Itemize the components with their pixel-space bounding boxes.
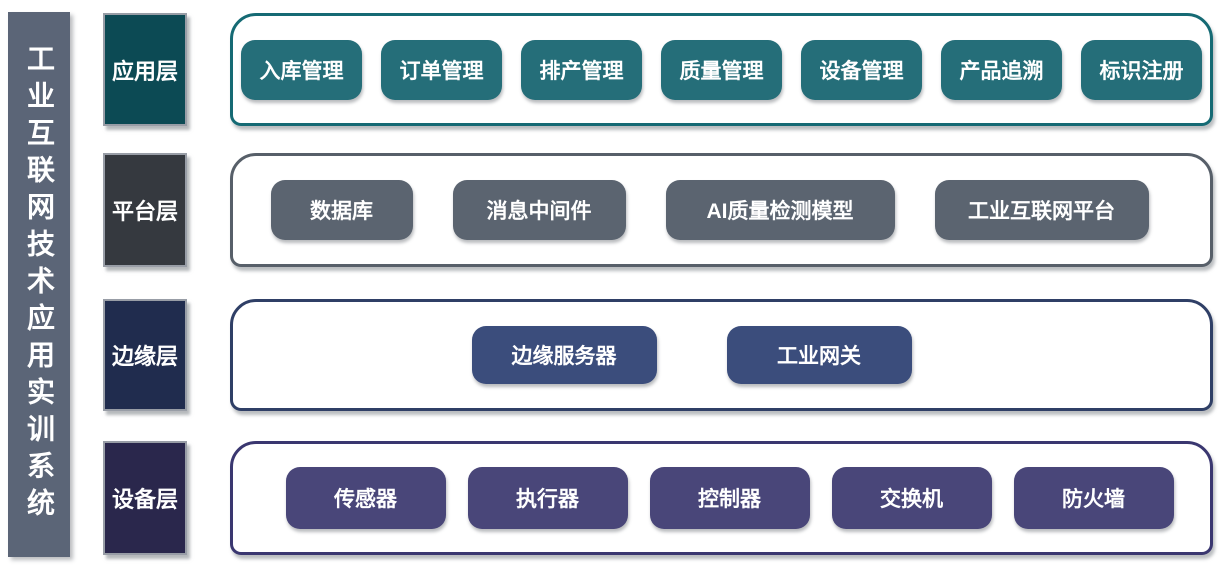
- layer-row-edge: 边缘层 边缘服务器 工业网关: [103, 299, 1213, 411]
- module-chip-ai-quality-inspection-model: AI质量检测模型: [665, 180, 895, 240]
- module-chip-quality-management: 质量管理: [661, 39, 782, 100]
- module-chip-actuator: 执行器: [467, 467, 628, 529]
- module-chip-industrial-gateway: 工业网关: [726, 326, 912, 384]
- module-chip-order-management: 订单管理: [381, 39, 502, 100]
- module-chip-scheduling-management: 排产管理: [521, 39, 642, 100]
- module-chip-warehouse-management: 入库管理: [241, 39, 362, 100]
- module-chip-equipment-management: 设备管理: [801, 39, 922, 100]
- module-chip-product-tracing: 产品追溯: [941, 39, 1062, 100]
- layer-label-application: 应用层: [103, 13, 187, 126]
- module-chip-controller: 控制器: [649, 467, 810, 529]
- module-chip-industrial-internet-platform: 工业互联网平台: [934, 180, 1149, 240]
- layer-row-application: 应用层 入库管理 订单管理 排产管理 质量管理 设备管理 产品追溯 标识注册: [103, 13, 1213, 126]
- layer-container-edge: 边缘服务器 工业网关: [230, 299, 1213, 411]
- layer-container-platform: 数据库 消息中间件 AI质量检测模型 工业互联网平台: [230, 153, 1213, 267]
- system-title: 工业互联网技术应用实训系统: [24, 44, 55, 525]
- layer-row-device: 设备层 传感器 执行器 控制器 交换机 防火墙: [103, 441, 1213, 555]
- module-chip-sensor: 传感器: [285, 467, 446, 529]
- module-chip-identifier-registration: 标识注册: [1081, 39, 1202, 100]
- module-chip-message-middleware: 消息中间件: [452, 180, 626, 240]
- layer-label-edge: 边缘层: [103, 299, 187, 411]
- layer-container-application: 入库管理 订单管理 排产管理 质量管理 设备管理 产品追溯 标识注册: [230, 13, 1213, 126]
- layer-label-platform: 平台层: [103, 153, 187, 267]
- module-chip-edge-server: 边缘服务器: [471, 326, 657, 384]
- system-title-bar: 工业互联网技术应用实训系统: [8, 12, 70, 557]
- module-chip-switch: 交换机: [831, 467, 992, 529]
- layer-container-device: 传感器 执行器 控制器 交换机 防火墙: [230, 441, 1213, 555]
- module-chip-database: 数据库: [270, 180, 413, 240]
- layer-label-device: 设备层: [103, 441, 187, 555]
- layer-row-platform: 平台层 数据库 消息中间件 AI质量检测模型 工业互联网平台: [103, 153, 1213, 267]
- module-chip-firewall: 防火墙: [1013, 467, 1174, 529]
